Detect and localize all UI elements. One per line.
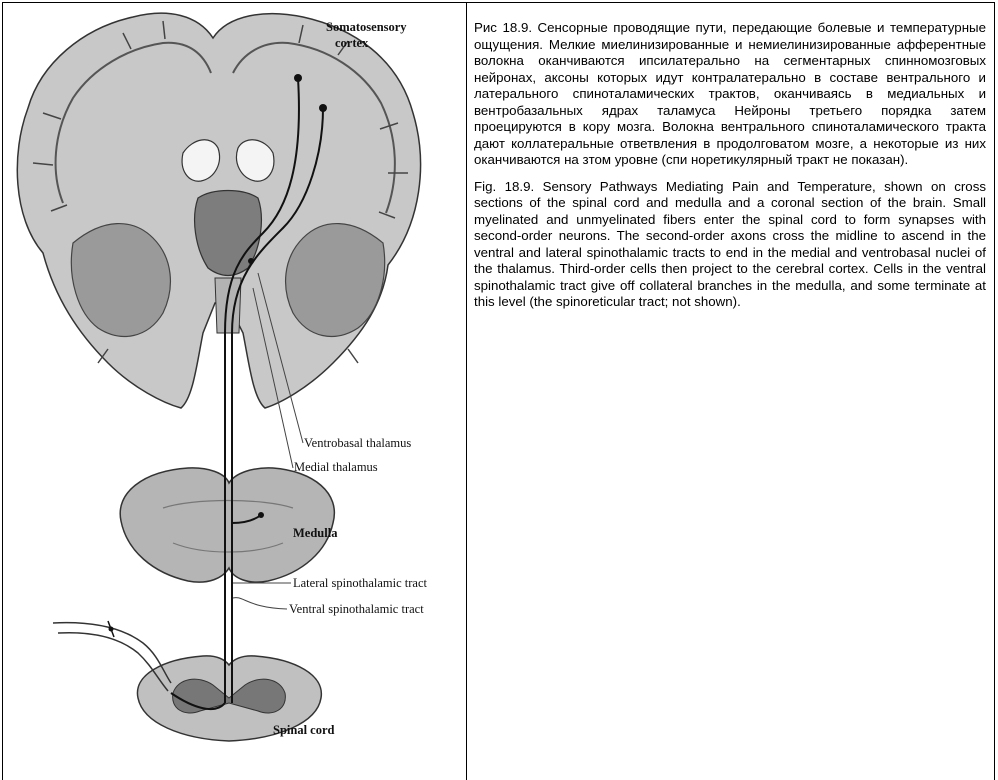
pain-pathway-diagram: Somatosensory cortex Ventrobasal thalamu…: [3, 3, 466, 780]
figure-panel: Somatosensory cortex Ventrobasal thalamu…: [3, 3, 466, 780]
brain-coronal-section: [17, 13, 420, 408]
medial-thalamus-label: Medial thalamus: [294, 460, 378, 474]
caption-panel: Рис 18.9. Сенсорные проводящие пути, пер…: [474, 20, 986, 321]
ventral-spinothalamic-tract-label: Ventral spinothalamic tract: [289, 602, 424, 616]
spinal-cord-label: Spinal cord: [273, 723, 335, 737]
lateral-spinothalamic-tract-label: Lateral spinothalamic tract: [293, 576, 427, 590]
column-divider: [466, 2, 467, 780]
somatosensory-cortex-label-line1: Somatosensory: [326, 20, 407, 34]
medulla-label: Medulla: [293, 526, 338, 540]
caption-english: Fig. 18.9. Sensory Pathways Mediating Pa…: [474, 179, 986, 311]
somatosensory-cortex-label-line2: cortex: [335, 36, 369, 50]
caption-russian: Рис 18.9. Сенсорные проводящие пути, пер…: [474, 20, 986, 169]
ventrobasal-thalamus-label: Ventrobasal thalamus: [304, 436, 411, 450]
